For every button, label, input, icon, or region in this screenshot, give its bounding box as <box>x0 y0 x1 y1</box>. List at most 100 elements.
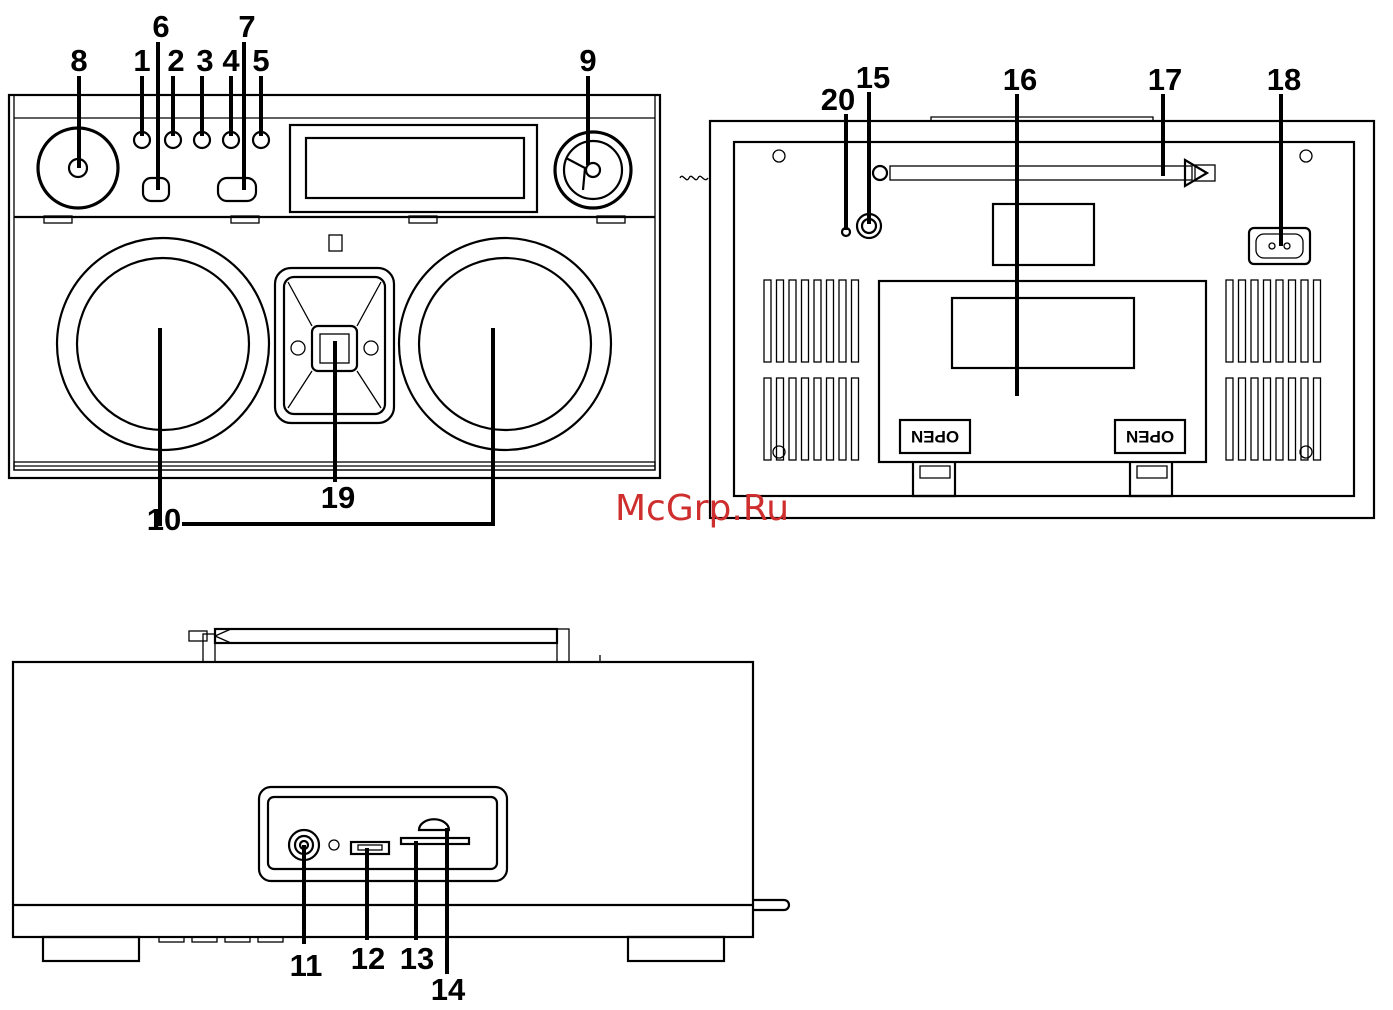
callout-20: 20 <box>821 82 855 117</box>
vent-slot <box>764 378 771 460</box>
open-label-left: OPEN <box>911 427 959 446</box>
tuning-knob <box>555 132 631 208</box>
vent-slot <box>852 280 859 362</box>
callout-18: 18 <box>1267 62 1301 97</box>
vent-slot <box>839 378 846 460</box>
callout-19: 19 <box>321 480 355 515</box>
rear-label-plate <box>993 204 1094 265</box>
vent-slot <box>814 280 821 362</box>
vent-slot <box>1276 280 1283 362</box>
callout-3: 3 <box>196 43 213 78</box>
aux-indicator <box>329 840 339 850</box>
screw-top-right <box>1300 150 1312 162</box>
screw-top-left <box>773 150 785 162</box>
vent-slot <box>1239 280 1246 362</box>
vent-slot <box>839 280 846 362</box>
rear-vent-slots <box>764 280 1321 460</box>
open-label-right: OPEN <box>1126 427 1174 446</box>
vent-slot <box>802 378 809 460</box>
battery-label <box>952 298 1134 368</box>
dock-right-pin <box>364 341 378 355</box>
vent-slot <box>1251 378 1258 460</box>
right-speaker-outer <box>399 238 611 450</box>
side-antenna-rod <box>215 629 557 643</box>
ac-socket-pin-right <box>1284 243 1290 249</box>
side-antenna-end <box>753 900 789 910</box>
vent-slot <box>852 378 859 460</box>
display-window-inner <box>306 138 524 198</box>
vent-slot <box>1276 378 1283 460</box>
side-body <box>13 662 753 937</box>
antenna-tip <box>1185 160 1207 186</box>
vent-slot <box>789 280 796 362</box>
callout-10: 10 <box>147 502 181 537</box>
side-view: 11 12 13 14 <box>13 629 789 1007</box>
left-speaker-outer <box>57 238 269 450</box>
vent-slot <box>1226 280 1233 362</box>
vent-slot <box>1264 280 1271 362</box>
vent-slot <box>1226 378 1233 460</box>
rear-view: OPEN OPEN 20 15 16 17 18 <box>680 60 1374 518</box>
clip-right-inner <box>1137 466 1167 478</box>
callout-14: 14 <box>431 972 466 1007</box>
callout-13: 13 <box>400 941 434 976</box>
vent-slot <box>789 378 796 460</box>
card-slot-indicator <box>419 819 449 830</box>
clip-left-inner <box>920 466 950 478</box>
open-latch-right-label: OPEN <box>1126 427 1174 446</box>
connector-panel-outer <box>259 787 507 881</box>
vent-slot <box>1239 378 1246 460</box>
vent-slot <box>1314 378 1321 460</box>
callout-1: 1 <box>133 43 150 78</box>
callout-16: 16 <box>1003 62 1037 97</box>
usb-port-inner <box>358 845 382 850</box>
usb-port <box>351 842 389 854</box>
antenna-rod <box>890 166 1192 180</box>
side-antenna-tip <box>215 629 231 643</box>
vent-slot <box>764 280 771 362</box>
button-7 <box>218 178 256 201</box>
right-speaker-inner <box>419 258 591 430</box>
screw-bottom-right <box>1300 446 1312 458</box>
vent-slot <box>1314 280 1321 362</box>
callout-6: 6 <box>152 9 169 44</box>
callout-8: 8 <box>70 43 87 78</box>
front-view: 8 1 2 3 4 5 6 7 9 10 19 <box>9 9 660 537</box>
side-antenna-left-post <box>203 634 215 662</box>
vent-slot <box>827 280 834 362</box>
rear-side-cord <box>680 176 708 179</box>
vent-slot <box>802 280 809 362</box>
tuning-knob-center <box>586 163 600 177</box>
vent-slot <box>1251 280 1258 362</box>
center-indicator <box>329 235 342 251</box>
vent-slot <box>814 378 821 460</box>
antenna-pivot <box>873 166 887 180</box>
vent-slot <box>827 378 834 460</box>
vent-slot <box>1289 378 1296 460</box>
vent-slot <box>777 280 784 362</box>
ac-socket-pin-left <box>1269 243 1275 249</box>
dock-left-pin <box>291 341 305 355</box>
clip-right <box>1130 462 1172 496</box>
left-speaker-inner <box>77 258 249 430</box>
clip-left <box>913 462 955 496</box>
side-foot-right <box>628 937 724 961</box>
callout-15: 15 <box>856 60 890 95</box>
tuning-knob-inner <box>564 141 622 199</box>
callout-17: 17 <box>1148 62 1182 97</box>
callout-2: 2 <box>167 43 184 78</box>
side-antenna-cap <box>189 631 207 641</box>
vent-slot <box>1264 378 1271 460</box>
callout-11: 11 <box>290 948 323 983</box>
side-antenna-right-post <box>557 629 569 662</box>
watermark: McGrp.Ru <box>615 488 789 529</box>
vent-slot <box>1301 280 1308 362</box>
callout-9: 9 <box>579 43 596 78</box>
callout-7: 7 <box>238 9 255 44</box>
callout-4: 4 <box>222 43 240 78</box>
callout-12: 12 <box>351 941 385 976</box>
callout-5: 5 <box>252 43 269 78</box>
card-slot <box>401 838 469 844</box>
open-latch-left-label: OPEN <box>911 427 959 446</box>
